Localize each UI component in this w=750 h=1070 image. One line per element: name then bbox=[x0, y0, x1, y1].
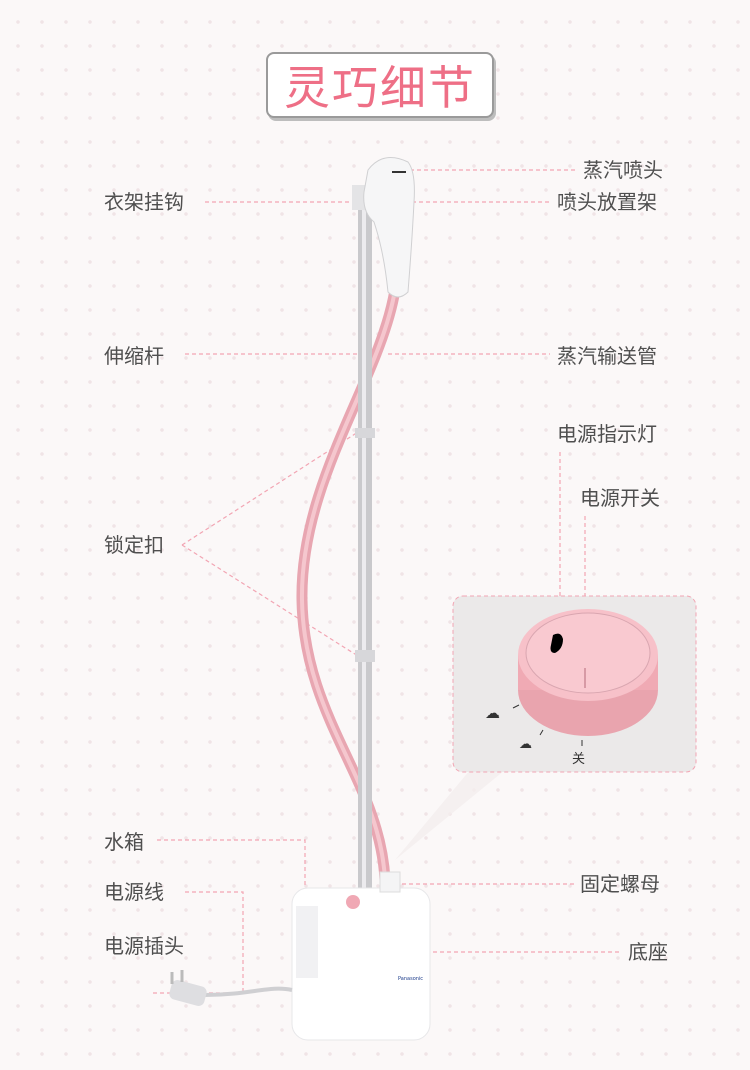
label-steam-head: 蒸汽喷头 bbox=[583, 158, 663, 182]
knob-off-label: 关 bbox=[572, 752, 586, 767]
title-box: 灵巧细节 bbox=[266, 52, 494, 118]
label-hanger-hook: 衣架挂钩 bbox=[104, 190, 184, 214]
label-steam-hose: 蒸汽输送管 bbox=[557, 344, 657, 368]
fixing-nut bbox=[379, 871, 401, 893]
lock-clip-upper bbox=[355, 428, 375, 438]
label-water-tank: 水箱 bbox=[104, 830, 144, 854]
label-base: 底座 bbox=[628, 940, 668, 964]
lock-clip-lower bbox=[355, 650, 375, 662]
label-lock-clip: 锁定扣 bbox=[104, 533, 164, 557]
label-power-plug: 电源插头 bbox=[104, 934, 184, 958]
svg-text:Panasonic: Panasonic bbox=[398, 976, 423, 982]
power-indicator-light bbox=[550, 633, 563, 653]
label-head-holder: 喷头放置架 bbox=[557, 190, 657, 214]
page-title: 灵巧细节 bbox=[284, 61, 476, 115]
label-power-cord: 电源线 bbox=[104, 880, 164, 904]
callout-pointer bbox=[395, 770, 505, 860]
label-power-indicator: 电源指示灯 bbox=[557, 422, 657, 446]
power-knob bbox=[518, 609, 658, 736]
knob-ticks bbox=[512, 704, 583, 746]
base: Panasonic bbox=[291, 871, 431, 1041]
steam-hose bbox=[296, 289, 401, 881]
steam-low-icon: ☁ bbox=[519, 737, 532, 752]
steam-head bbox=[352, 157, 415, 298]
label-fixing-nut: 固定螺母 bbox=[580, 872, 660, 896]
power-plug bbox=[169, 970, 207, 1006]
power-cord bbox=[204, 986, 293, 997]
label-telescopic-pole: 伸缩杆 bbox=[104, 344, 164, 368]
label-power-switch: 电源开关 bbox=[580, 486, 660, 510]
steam-high-icon: ☁ bbox=[485, 704, 500, 722]
